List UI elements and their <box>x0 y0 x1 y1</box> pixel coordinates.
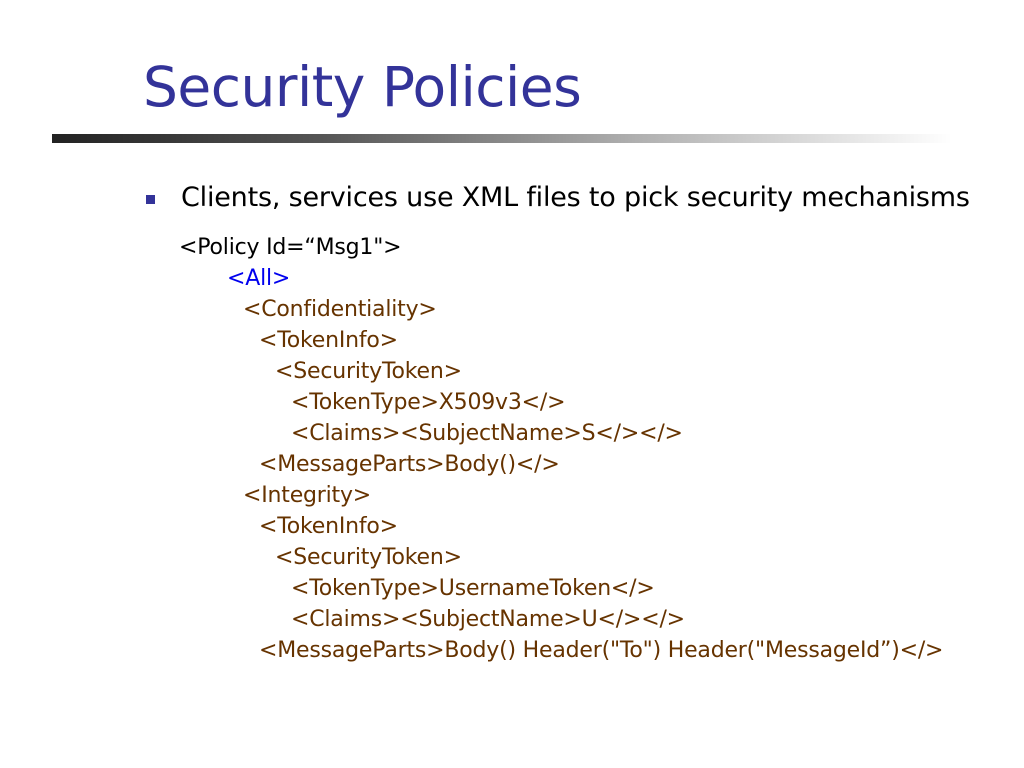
square-bullet-icon <box>146 195 155 204</box>
code-line: <Policy Id=“Msg1"> <box>179 235 402 260</box>
code-line: <TokenInfo> <box>259 514 398 539</box>
code-line: <TokenInfo> <box>259 328 398 353</box>
code-line: <All> <box>227 266 291 291</box>
code-line: <SecurityToken> <box>275 545 462 570</box>
code-line: <Integrity> <box>243 483 372 508</box>
code-line: <MessageParts>Body()</> <box>259 452 560 477</box>
code-line: <MessageParts>Body() Header("To") Header… <box>259 638 944 663</box>
slide-title: Security Policies <box>143 55 582 119</box>
code-line: <SecurityToken> <box>275 359 462 384</box>
code-line: <TokenType>X509v3</> <box>291 390 566 415</box>
code-line: <TokenType>UsernameToken</> <box>291 576 655 601</box>
code-line: <Claims><SubjectName>S</></> <box>291 421 683 446</box>
title-divider <box>52 134 952 143</box>
code-line: <Confidentiality> <box>243 297 437 322</box>
code-line: <Claims><SubjectName>U</></> <box>291 607 685 632</box>
bullet-text: Clients, services use XML files to pick … <box>181 182 970 213</box>
